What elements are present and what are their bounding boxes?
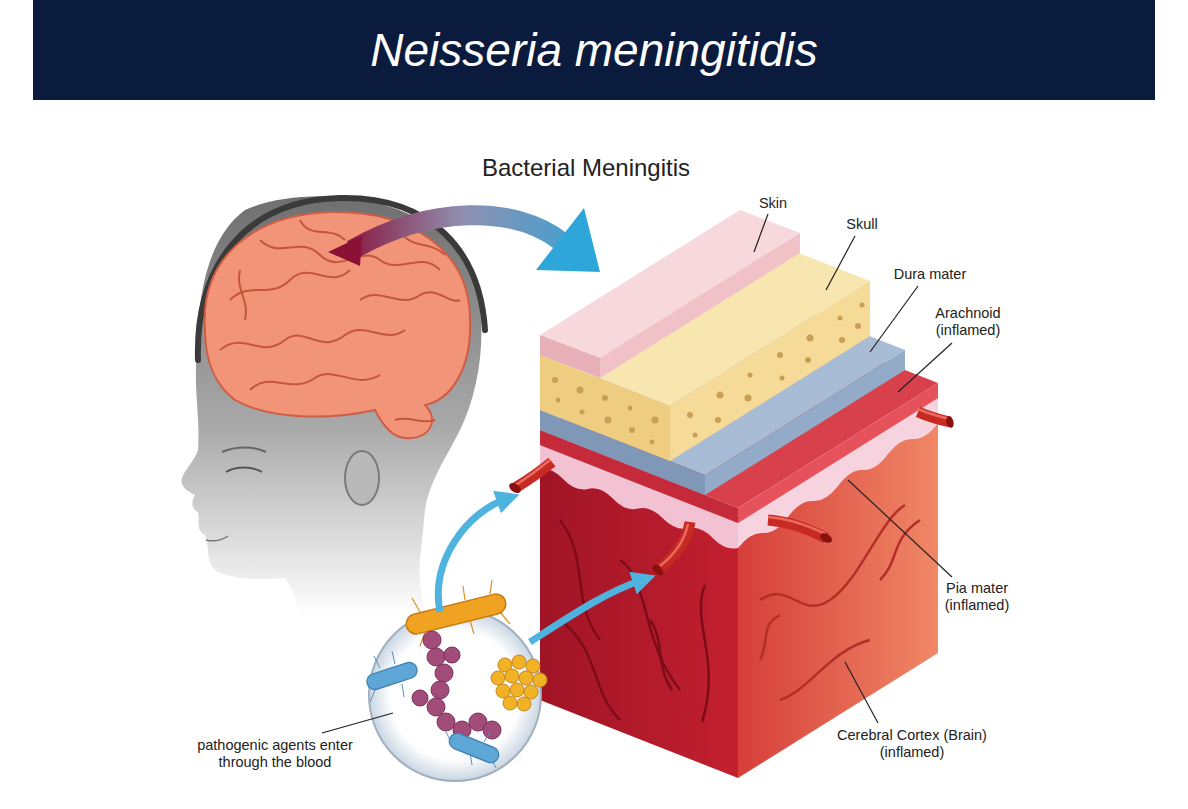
inset-circle xyxy=(369,609,541,781)
eyebrow xyxy=(222,448,266,453)
part-label: Skull xyxy=(827,216,897,233)
skin-front xyxy=(540,335,600,378)
brain-shape xyxy=(205,212,470,438)
callout-note: pathogenic agents enter through the bloo… xyxy=(180,737,370,770)
cortex-folds xyxy=(760,505,920,700)
ear xyxy=(345,451,379,505)
label-anchor: Cerebral Cortex (Brain) (inflamed) xyxy=(810,727,1015,760)
coccus-chain xyxy=(412,631,501,739)
zoom-arrow-tail xyxy=(328,236,362,266)
zoom-arrow-head xyxy=(536,208,600,272)
skin-top xyxy=(540,210,800,358)
label-anchor: Bacterial Meningitis xyxy=(396,154,776,182)
label-anchor: pathogenic agents enter through the bloo… xyxy=(180,737,370,770)
cortex-folds xyxy=(560,520,709,722)
rod-bacterium xyxy=(404,580,510,646)
label-anchor: Dura mater xyxy=(875,266,985,283)
leader-lines xyxy=(322,214,952,733)
title-area: Neisseria meningitidis xyxy=(33,0,1155,100)
figure-heading: Bacterial Meningitis xyxy=(396,154,776,182)
pathogen-inset xyxy=(365,499,642,781)
part-label: Cerebral Cortex (Brain) (inflamed) xyxy=(810,727,1015,760)
label-anchor: Pia mater (inflamed) xyxy=(927,580,1027,613)
blood-vessels xyxy=(515,409,950,570)
part-label: Pia mater (inflamed) xyxy=(927,580,1027,613)
coccus-cluster xyxy=(491,655,547,711)
zoom-arrow-band xyxy=(352,215,562,250)
skin-side xyxy=(600,233,800,378)
blue-bacilli xyxy=(365,651,501,768)
label-anchor: Arachnoid (inflamed) xyxy=(918,305,1018,338)
brain-gyri xyxy=(220,220,460,421)
mouth xyxy=(206,536,228,541)
part-label: Skin xyxy=(738,195,808,212)
head-figure xyxy=(182,196,485,615)
part-label: Arachnoid (inflamed) xyxy=(918,305,1018,338)
skin-layer xyxy=(540,210,800,378)
label-anchor: Skin xyxy=(738,195,808,212)
part-label: Dura mater xyxy=(875,266,985,283)
eye xyxy=(226,468,262,473)
brain xyxy=(205,212,470,438)
entry-arrows xyxy=(438,499,642,642)
vessel-openings xyxy=(507,415,955,577)
label-anchor: Skull xyxy=(827,216,897,233)
slide-title: Neisseria meningitidis xyxy=(370,23,817,77)
title-bar xyxy=(33,0,1155,100)
zoom-arrow xyxy=(328,208,600,272)
head-silhouette xyxy=(182,196,482,615)
